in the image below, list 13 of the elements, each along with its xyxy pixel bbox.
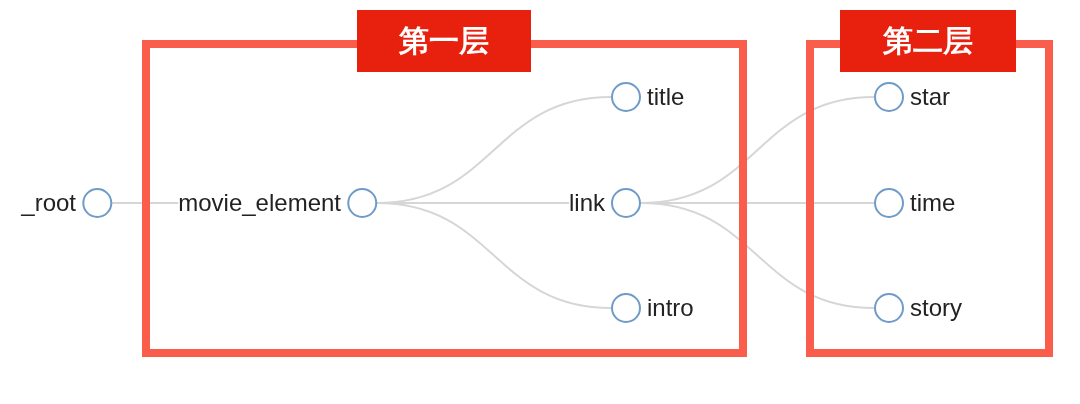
node-label: title [647,83,685,111]
node-label: link [569,189,605,217]
layer-tab: 第二层 [840,10,1016,72]
tree-link [376,202,612,309]
layer-tab: 第一层 [357,10,531,72]
node-label: star [910,83,950,111]
node-label: _root [21,189,76,217]
node-label: time [910,189,956,217]
node-label: intro [647,294,694,322]
node-label: movie_element [178,189,341,217]
tree-link [111,202,180,204]
node-label: story [910,294,962,322]
tree-link [640,202,875,309]
